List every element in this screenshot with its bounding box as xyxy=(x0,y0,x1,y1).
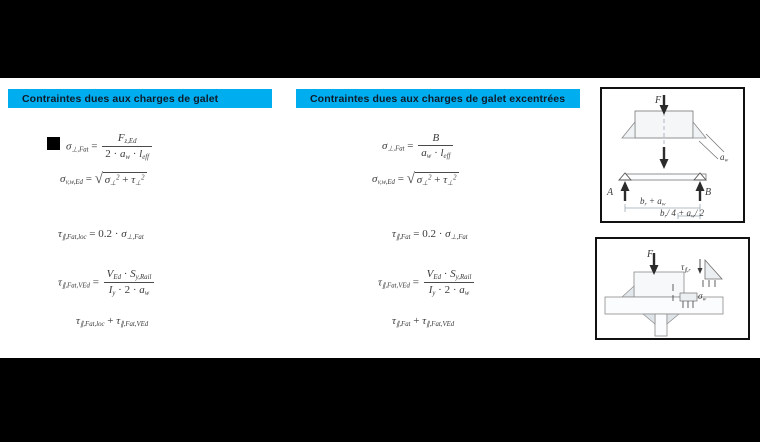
shear-stress-triangle xyxy=(704,258,723,280)
letterbox-top xyxy=(0,0,760,78)
formula-tau-fat-right: τ∥,Fat = 0.2 · σ⊥,Fat xyxy=(392,228,468,241)
web-fillet-right xyxy=(666,313,680,325)
spread-triangle-right xyxy=(692,120,707,139)
square-root: σ⊥2 + τ⊥2 xyxy=(95,171,148,188)
formula-tau-fat-loc-left: τ∥,Fat,loc = 0.2 · σ⊥,Fat xyxy=(58,228,144,241)
formula-tau-sum-left: τ∥,Fat,loc + τ∥,Fat,VEd xyxy=(76,315,149,328)
fraction-denominator: Iy · 2 · aw xyxy=(108,284,150,298)
bullet-square-marker xyxy=(47,137,60,150)
fraction-numerator: B xyxy=(418,132,454,147)
formula-sigma-vwed-left: σv,w,Ed = σ⊥2 + τ⊥2 xyxy=(60,171,148,188)
fraction: VEd · Sy,Rail Iy · 2 · aw xyxy=(423,268,475,298)
radicand: σ⊥2 + τ⊥2 xyxy=(102,172,148,187)
force-arrow-head xyxy=(659,105,669,115)
fraction-denominator: 2 · aw · leff xyxy=(105,148,150,162)
diagram-bottom-svg xyxy=(604,253,724,337)
web-fillet-left xyxy=(642,313,656,325)
fraction: VEd · Sy,Rail Iy · 2 · aw xyxy=(103,268,155,298)
shear-arrow-head xyxy=(697,268,703,274)
reaction-a-head xyxy=(620,181,630,191)
formula-sigma-perp-fat-right: σ⊥,Fat = B aw · leff xyxy=(382,132,455,160)
section-header-left: Contraintes dues aux charges de galet xyxy=(8,89,272,108)
flange-beam xyxy=(623,173,707,181)
fraction-numerator: VEd · Sy,Rail xyxy=(423,268,475,284)
square-root: σ⊥2 + τ⊥2 xyxy=(407,171,460,188)
fraction: Fz,Ed 2 · aw · leff xyxy=(102,132,153,162)
reaction-b-head xyxy=(695,181,705,191)
diagram-rail-on-flange: F τ∥,r σw xyxy=(595,237,750,340)
fraction-numerator: Fz,Ed xyxy=(102,132,153,148)
diagram-label-dimension-2: br/ 4 + aw/ 2 xyxy=(660,208,704,220)
diagram-label-dimension-1: br + aw xyxy=(640,196,666,208)
shear-hatch-arrows xyxy=(702,280,716,287)
formula-tau-fat-ved-right: τ∥,Fat,VEd = VEd · Sy,Rail Iy · 2 · aw xyxy=(378,268,476,298)
formula-sigma-vwed-right: σv,w,Ed = σ⊥2 + τ⊥2 xyxy=(372,171,460,188)
fraction-denominator: Iy · 2 · aw xyxy=(428,284,470,298)
support-a-triangle xyxy=(618,172,632,181)
fraction: B aw · leff xyxy=(418,132,454,160)
weld-fillet-left xyxy=(621,285,635,298)
weld-leader-2 xyxy=(705,133,725,153)
rail-block-bottom xyxy=(633,271,685,298)
diagram-label-weld-throat: aw xyxy=(720,152,729,164)
fraction-denominator: aw · leff xyxy=(421,147,451,160)
support-b-triangle xyxy=(693,172,707,181)
formula-lhs-sub: ⊥,Fat xyxy=(71,146,89,154)
diagram-label-tau: τ∥,r xyxy=(681,262,691,274)
section-header-right: Contraintes dues aux charges de galet ex… xyxy=(296,89,580,108)
formula-lhs: σ xyxy=(66,140,72,153)
diagram-label-support-a: A xyxy=(607,187,614,198)
formula-sigma-perp-fat-left: σ⊥,Fat = Fz,Ed 2 · aw · leff xyxy=(66,132,154,162)
force-arrow-head-bottom xyxy=(649,265,659,275)
formula-tau-sum-right: τ∥,Fat + τ∥,Fat,VEd xyxy=(392,315,455,328)
sigma-stress-block xyxy=(679,292,698,302)
letterbox-bottom xyxy=(0,358,760,442)
transfer-arrow-head xyxy=(659,159,669,169)
spread-triangle-left xyxy=(621,120,636,139)
fraction-numerator: VEd · Sy,Rail xyxy=(103,268,155,284)
sigma-hatch-arrows xyxy=(682,301,694,308)
diagram-label-force-top: F xyxy=(655,95,662,106)
diagram-eccentric-wheel-load: F A B aw br + aw br/ 4 + aw/ 2 xyxy=(600,87,745,223)
weld-leader xyxy=(698,140,719,160)
diagram-label-sigma: σw xyxy=(698,291,707,303)
radicand: σ⊥2 + τ⊥2 xyxy=(414,172,460,187)
diagram-top-svg xyxy=(618,95,725,219)
formula-equals: = xyxy=(91,140,98,153)
diagram-label-force-bottom: F xyxy=(647,249,654,260)
formula-tau-fat-ved-left: τ∥,Fat,VEd = VEd · Sy,Rail Iy · 2 · aw xyxy=(58,268,156,298)
web-plate xyxy=(654,313,668,337)
diagram-label-support-b: B xyxy=(705,187,712,198)
